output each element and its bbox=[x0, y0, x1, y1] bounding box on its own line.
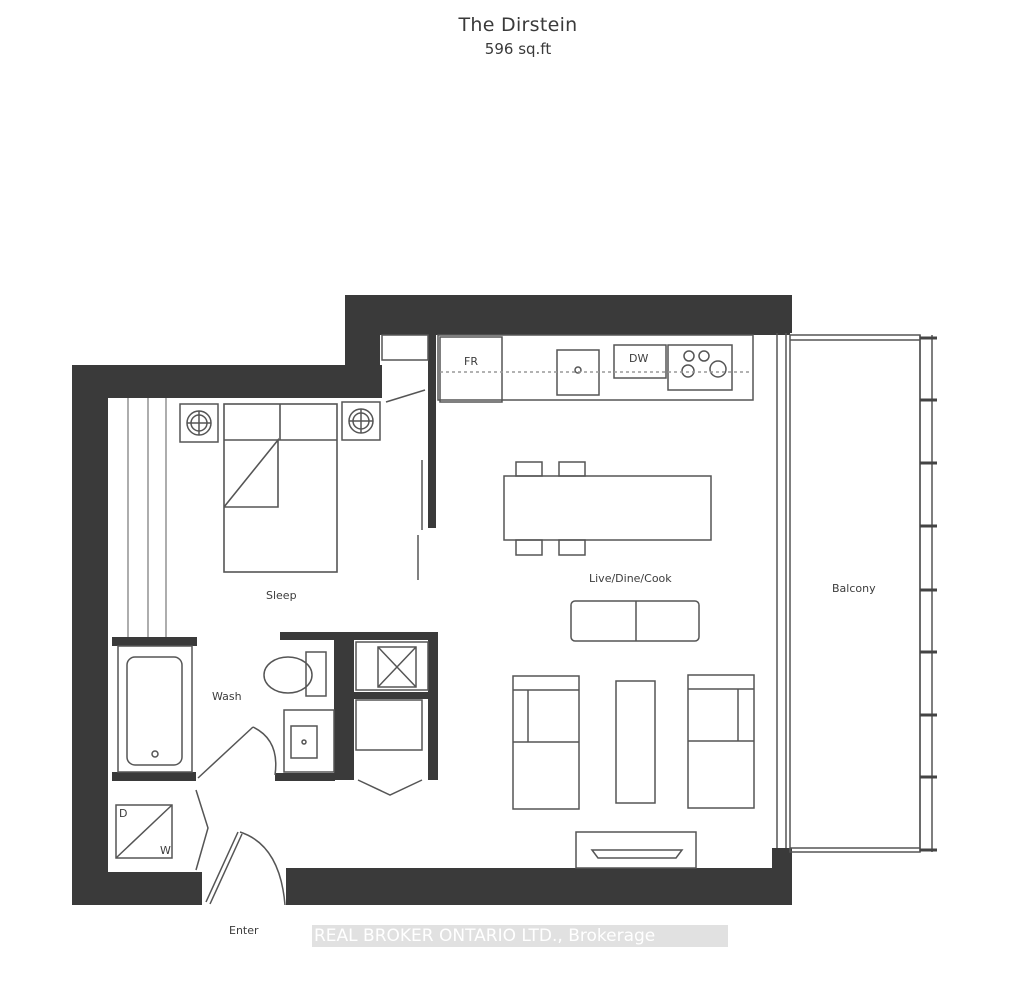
brokerage-watermark: REAL BROKER ONTARIO LTD., Brokerage bbox=[312, 925, 728, 947]
room-label-live-dine-cook: Live/Dine/Cook bbox=[589, 572, 672, 585]
coat-closet bbox=[355, 699, 423, 796]
vanity bbox=[283, 709, 335, 773]
dishwasher-label: DW bbox=[629, 352, 648, 365]
toilet bbox=[263, 651, 327, 697]
dryer-label: D bbox=[119, 807, 127, 820]
exterior-walls bbox=[72, 295, 792, 905]
balcony-outline bbox=[789, 334, 933, 853]
entry-door bbox=[205, 831, 286, 906]
armchair-right bbox=[687, 674, 755, 809]
unit-name: The Dirstein bbox=[458, 14, 578, 36]
laundry-door bbox=[195, 789, 209, 871]
washer-label: W bbox=[160, 844, 171, 857]
sliding-door-bedroom bbox=[417, 460, 423, 580]
unit-area: 596 sq.ft bbox=[484, 40, 552, 58]
window-wall bbox=[776, 333, 787, 848]
nightstand-left bbox=[179, 403, 219, 443]
washer-dryer bbox=[115, 804, 173, 859]
coffee-table bbox=[615, 680, 656, 804]
fridge-label: FR bbox=[464, 355, 478, 368]
interior-walls bbox=[112, 333, 438, 781]
nightstand-right bbox=[341, 401, 381, 441]
bed bbox=[223, 403, 338, 573]
linen-closet bbox=[355, 641, 429, 691]
bath-door bbox=[197, 726, 277, 779]
bathtub bbox=[117, 645, 193, 773]
dining-table bbox=[503, 461, 712, 556]
room-label-wash: Wash bbox=[212, 690, 242, 703]
room-label-enter: Enter bbox=[229, 924, 259, 937]
bench bbox=[570, 600, 700, 642]
balcony-railing-posts bbox=[920, 336, 937, 852]
armchair-left bbox=[512, 675, 580, 810]
kitchen-counter bbox=[437, 334, 754, 403]
tv-console bbox=[575, 831, 697, 869]
pantry bbox=[381, 334, 429, 403]
wardrobe bbox=[127, 398, 167, 637]
room-label-balcony: Balcony bbox=[832, 582, 876, 595]
room-label-sleep: Sleep bbox=[266, 589, 297, 602]
